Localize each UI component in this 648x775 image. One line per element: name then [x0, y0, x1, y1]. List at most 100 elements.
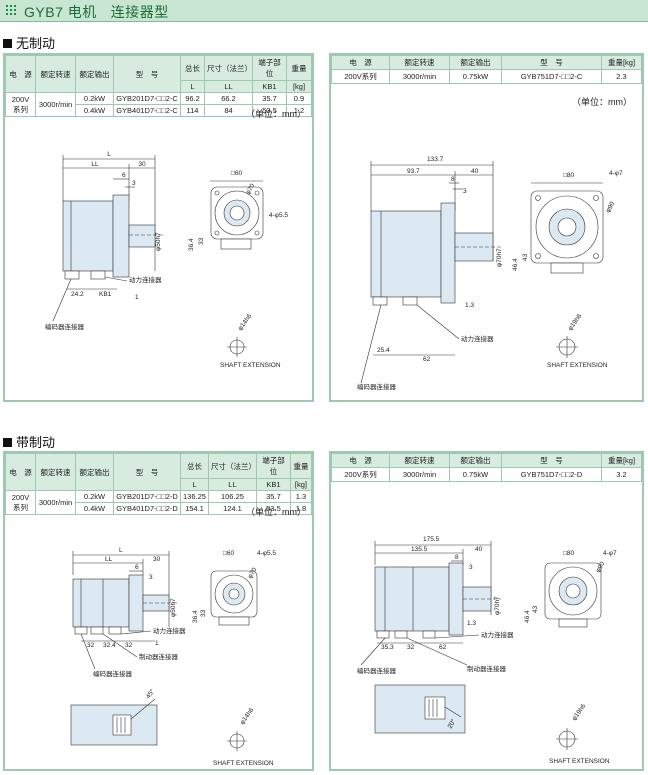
spec-table: 电 源 额定转速 额定输出 型 号 重量[kg] 200V系列 3000r/mi… [331, 55, 642, 84]
dim-LL: LL [105, 556, 113, 563]
dim-46-4: 46.4 [524, 610, 531, 623]
dim-8: 8 [451, 176, 455, 183]
dim-46-4: 46.4 [512, 258, 519, 271]
label-brake-connector: 制动器连接器 [467, 664, 507, 673]
dim-40: 40 [471, 168, 479, 175]
col-output: 额定输出 [75, 55, 114, 93]
dim-8: 8 [455, 554, 459, 561]
dimension-drawing: L LL 30 6 3 φ50h7 1 24.2 KB1 动力连接器 编码器连接… [45, 151, 288, 369]
table-row: 200V系列 3000r/min 0.75kW GYB751D7-□□2-C 2… [331, 69, 642, 84]
dim-LL: 135.5 [411, 546, 428, 553]
dim-holes: 4-φ7 [609, 170, 623, 177]
label-shaft-extension: SHAFT EXTENSION [213, 760, 274, 767]
dim-32: 32 [407, 644, 415, 651]
panel-with-brake-large: 电 源 额定转速 额定输出 型 号 重量[kg] 200V系列 3000r/mi… [329, 451, 644, 771]
dim-holes: 4-φ5.5 [257, 550, 276, 557]
table-row: 200V系列 3000r/min 0.2kW GYB201D7-□□2-D 13… [5, 490, 313, 515]
dim-phi70h7: φ70h7 [494, 596, 501, 615]
col-dim-flange: 尺寸（法兰） [204, 55, 253, 81]
title-word-motor: 电机 [67, 4, 97, 20]
col-terminal: 端子部位 [252, 55, 287, 81]
unit-label: （单位：mm） [246, 109, 306, 119]
dim-43: 43 [522, 253, 529, 261]
col-power: 电 源 [5, 55, 36, 93]
label-power-connector: 动力连接器 [153, 626, 186, 635]
label-encoder-connector: 编码器连接器 [93, 669, 133, 678]
dim-L: 175.5 [423, 536, 440, 543]
table-row: 200V系列 3000r/min 0.2kW GYB201D7-□□2-C 96… [5, 92, 312, 117]
table-row: 0.4kW GYB401D7-□□2-D 154.1 124.1 53.5 1.… [6, 502, 313, 515]
dim-phi70h7: φ70h7 [496, 248, 503, 267]
dim-sq60: □60 [231, 170, 243, 177]
dim-3: 3 [469, 564, 473, 571]
dim-1-3: 1.3 [465, 302, 474, 309]
dim-62: 62 [439, 644, 447, 651]
label-encoder-connector: 编码器连接器 [45, 322, 85, 331]
dim-KB1: KB1 [99, 291, 112, 298]
label-shaft-extension: SHAFT EXTENSION [547, 362, 608, 369]
dimension-drawing: 133.7 93.7 40 8 3 φ70h7 1.3 25.4 62 动力连接… [357, 156, 623, 391]
dim-phi70: φ70 [245, 182, 257, 196]
col-speed: 额定转速 [35, 55, 76, 93]
page-header: GYB7 电机连接器型 [0, 0, 648, 22]
sub-L: L [180, 80, 205, 93]
dim-6: 6 [135, 564, 139, 571]
dimension-drawing: L LL 30 6 3 φ50h7 1 32 32.4 32 动力连接器 制动器… [70, 547, 276, 767]
col-model: 型 号 [113, 55, 181, 93]
dim-36-4: 36.4 [192, 610, 199, 623]
dim-LL: 93.7 [407, 168, 420, 175]
dim-32-4: 32.4 [103, 642, 116, 649]
unit-label: （单位：mm） [572, 97, 632, 107]
label-shaft-extension: SHAFT EXTENSION [549, 758, 610, 765]
dim-3: 3 [463, 188, 467, 195]
dim-24-2: 24.2 [71, 291, 84, 298]
section-title-with-brake: 带制动 [3, 432, 55, 451]
dim-40: 40 [475, 546, 483, 553]
dim-L: L [119, 547, 123, 554]
dim-43: 43 [532, 605, 539, 613]
dim-1: 1 [135, 294, 139, 301]
dim-25-4: 25.4 [377, 347, 390, 354]
spec-table: 电 源 额定转速 额定输出 型 号 总长 尺寸（法兰） 端子部位 重量 L LL… [5, 55, 312, 117]
unit-label: （单位：mm） [246, 507, 306, 517]
grid-dots-icon [6, 5, 18, 17]
square-bullet-icon [3, 39, 12, 48]
dim-angle: 45° [144, 687, 156, 700]
dim-phi50: φ50h7 [155, 232, 162, 251]
square-bullet-icon [3, 438, 12, 447]
dim-30: 30 [153, 556, 161, 563]
dim-3: 3 [132, 180, 136, 187]
col-weight: 重量 [286, 55, 312, 81]
label-encoder-connector: 编码器连接器 [357, 382, 397, 391]
label-encoder-connector: 编码器连接器 [357, 666, 397, 675]
dim-33: 33 [198, 237, 205, 245]
sub-KB1: KB1 [252, 80, 287, 93]
dim-30: 30 [138, 161, 146, 168]
table-row: 200V系列 3000r/min 0.75kW GYB751D7-□□2-D 3… [331, 467, 642, 482]
dim-phi90: φ90 [605, 200, 617, 214]
col-total-len: 总长 [180, 55, 205, 81]
dim-L: 133.7 [427, 156, 444, 163]
dim-62: 62 [423, 356, 431, 363]
spec-table: 电 源 额定转速 额定输出 型 号 重量[kg] 200V系列 3000r/mi… [331, 453, 642, 482]
label-shaft-extension: SHAFT EXTENSION [220, 362, 281, 369]
spec-table: 电 源 额定转速 额定输出 型 号 总长 尺寸（法兰） 端子部位 重量 L LL… [5, 453, 313, 515]
dim-36-4: 36.4 [188, 238, 195, 251]
dim-6: 6 [122, 172, 126, 179]
dim-phi70: φ70 [247, 566, 259, 580]
table-row: 0.4kW GYB401D7-□□2-C 114 84 53.5 1.2 [6, 104, 312, 117]
dim-LL: LL [91, 161, 99, 168]
dim-shaft: φ14h6 [239, 707, 256, 727]
title-code: GYB7 [24, 4, 64, 20]
sub-kg: [kg] [286, 80, 312, 93]
dim-sq60: □60 [223, 550, 235, 557]
dim-phi50: φ50h7 [170, 598, 177, 617]
page-title: GYB7 电机连接器型 [24, 2, 169, 22]
dim-shaft: φ19h6 [571, 703, 588, 723]
section-title-no-brake: 无制动 [3, 33, 55, 52]
panel-no-brake-small: 电 源 额定转速 额定输出 型 号 总长 尺寸（法兰） 端子部位 重量 L LL… [3, 53, 314, 402]
title-word-connector: 连接器型 [110, 4, 169, 20]
label-power-connector: 动力连接器 [461, 334, 494, 343]
dim-holes: 4-φ7 [603, 550, 617, 557]
panel-with-brake-small: 电 源 额定转速 额定输出 型 号 总长 尺寸（法兰） 端子部位 重量 L LL… [3, 451, 314, 771]
